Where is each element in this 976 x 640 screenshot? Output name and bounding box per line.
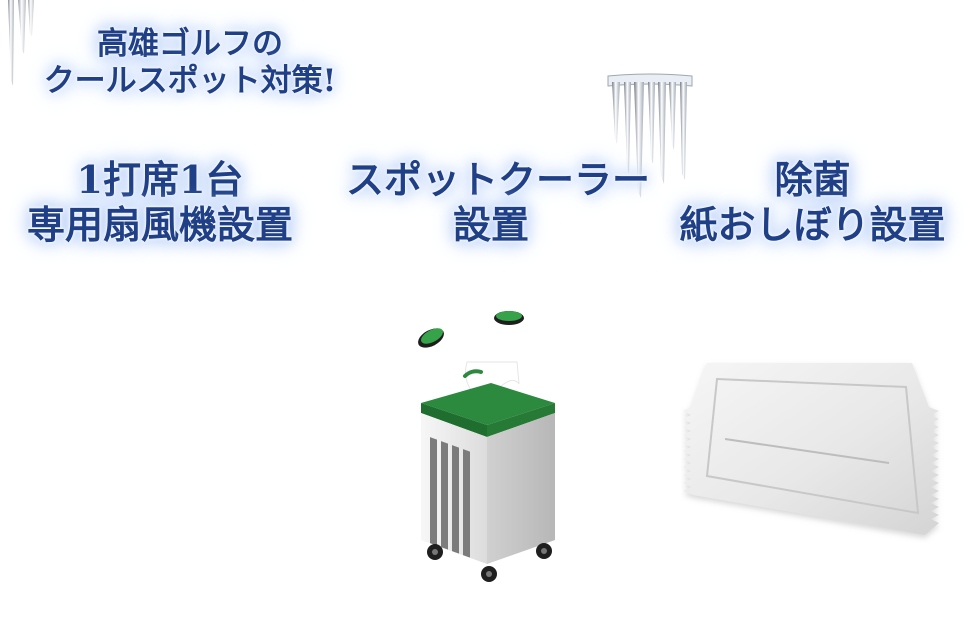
feature-fan-line-2: 専用扇風機設置	[26, 201, 293, 247]
spot-cooler-illustration	[418, 311, 555, 582]
headline-line-1: 高雄ゴルフの	[97, 26, 283, 62]
feature-wet-towel: 除菌 紙おしぼり設置	[670, 157, 955, 248]
feature-wet-towel-line-1: 除菌	[774, 157, 851, 202]
feature-fan-line-1: 1打席1台	[76, 157, 244, 202]
feature-fan: 1打席1台 専用扇風機設置	[10, 157, 310, 248]
icicle-decoration-left	[8, 0, 34, 86]
feature-wet-towel-line-2: 紙おしぼり設置	[679, 201, 946, 247]
feature-spot-cooler: スポットクーラー 設置	[346, 157, 651, 248]
feature-spot-cooler-line-2: 設置	[452, 201, 529, 247]
icicle-decoration-right	[607, 73, 693, 198]
headline: 高雄ゴルフの クールスポット対策!	[25, 26, 355, 99]
headline-line-2: クールスポット対策!	[43, 62, 337, 99]
feature-spot-cooler-line-1: スポットクーラー	[346, 157, 651, 202]
wet-towel-packet-illustration	[683, 363, 939, 535]
